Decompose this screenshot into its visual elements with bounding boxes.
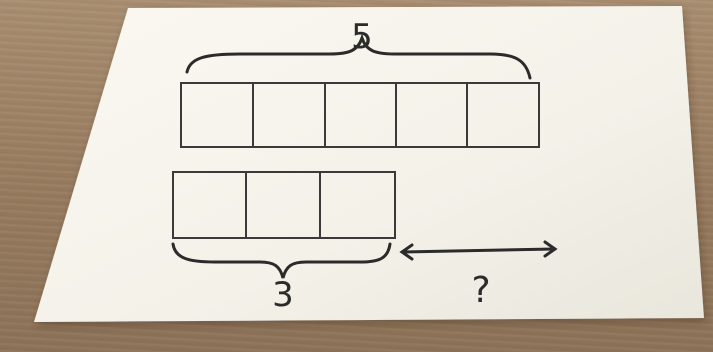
total-label: 5 — [351, 17, 373, 57]
unknown-label: ? — [471, 270, 490, 311]
part-label: 3 — [272, 275, 294, 315]
